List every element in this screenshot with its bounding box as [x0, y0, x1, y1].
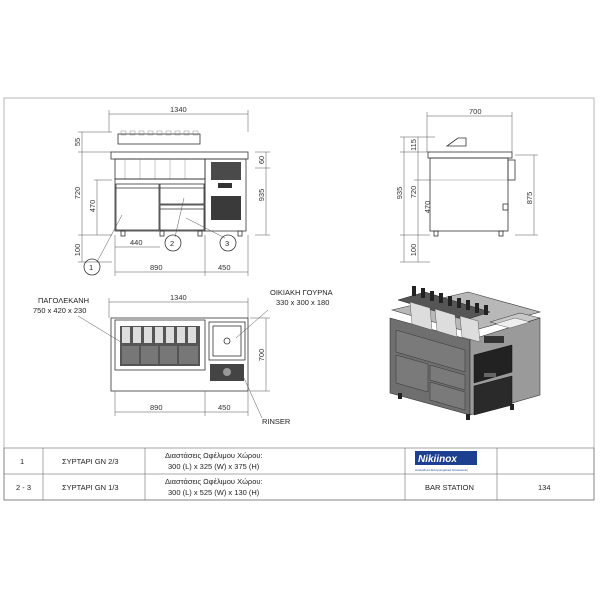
- side-h-935: 935: [395, 187, 404, 200]
- front-h-100: 100: [73, 244, 82, 257]
- specifications-table: 1 ΣΥΡΤΑΡΙ GN 2/3 Διαστάσεις Ωφέλιμου Χώρ…: [3, 447, 595, 501]
- front-w-450: 450: [218, 263, 231, 272]
- front-h-935: 935: [257, 189, 266, 202]
- fridge-vent-lower: [211, 196, 241, 220]
- row-1-desc-2: 300 (L) x 325 (W) x 375 (H): [168, 462, 260, 471]
- cutting-board-label: ΠΑΓΟΛΕΚΑΝΗ: [38, 296, 89, 305]
- drawing-frame: [3, 97, 595, 501]
- row-2-num: 2 - 3: [16, 483, 31, 492]
- fridge-vent-upper: [211, 162, 241, 180]
- side-h-115: 115: [409, 139, 418, 151]
- fridge-display: [218, 183, 232, 188]
- side-view: 700 115 935 720 470 100 875: [395, 107, 538, 263]
- fridge-unit-front: [204, 158, 247, 232]
- row-1-num: 1: [20, 457, 24, 466]
- front-h-470: 470: [88, 200, 97, 213]
- brand-logo: Nikiinox Ανοξείδωτα Επαγγελματικά Κατασκ…: [415, 451, 477, 472]
- row-1-name: ΣΥΡΤΑΡΙ GN 2/3: [62, 457, 119, 466]
- drawer-3: [159, 204, 205, 231]
- rinser-label: RINSER: [262, 417, 291, 426]
- callout-1: 1: [89, 263, 93, 272]
- front-h-top: 55: [73, 138, 82, 146]
- side-h-720: 720: [409, 186, 418, 199]
- top-w-890: 890: [150, 403, 163, 412]
- table-row: 1 ΣΥΡΤΑΡΙ GN 2/3 Διαστάσεις Ωφέλιμου Χώρ…: [20, 451, 263, 471]
- isometric-view: [389, 286, 542, 420]
- drawer-1: [115, 183, 160, 231]
- top-w-450: 450: [218, 403, 231, 412]
- side-h-875: 875: [525, 192, 534, 205]
- brand-subtitle: Ανοξείδωτα Επαγγελματικά Κατασκευές: [415, 468, 468, 472]
- table-row: 2 - 3 ΣΥΡΤΑΡΙ GN 1/3 Διαστάσεις Ωφέλιμου…: [16, 477, 263, 497]
- side-h-470: 470: [423, 201, 432, 214]
- front-width-total: 1340: [170, 105, 187, 114]
- sink-top: [208, 321, 246, 361]
- product-code: 134: [538, 483, 551, 492]
- side-body: [429, 157, 509, 232]
- side-h-100: 100: [409, 244, 418, 257]
- speed-rail-front: [117, 130, 201, 145]
- front-h-60: 60: [257, 156, 266, 164]
- front-view: 1340 55 720 470 100 60 935: [73, 105, 270, 276]
- sink-label: ΟΙΚΙΑΚΗ ΓΟΥΡΝΑ: [270, 288, 333, 297]
- front-w-440: 440: [130, 238, 143, 247]
- callout-2: 2: [170, 239, 174, 248]
- product-name: BAR STATION: [425, 483, 474, 492]
- row-2-desc-1: Διαστάσεις Ωφέλιμου Χώρου:: [165, 477, 263, 486]
- top-width-total: 1340: [170, 293, 187, 302]
- top-outline: [110, 317, 249, 392]
- drawer-2: [159, 183, 205, 205]
- row-2-desc-2: 300 (L) x 525 (W) x 130 (H): [168, 488, 260, 497]
- top-depth: 700: [257, 349, 266, 362]
- ice-bin-top: [120, 326, 200, 366]
- front-upper-bins: [124, 159, 186, 179]
- top-view: 1340 ΠΑΓΟΛΕΚΑΝΗ 750 x 420 x 230 ΟΙΚΙΑΚΗ …: [33, 288, 333, 426]
- cutting-board-dims: 750 x 420 x 230: [33, 306, 86, 315]
- callout-3: 3: [225, 239, 229, 248]
- front-w-890: 890: [150, 263, 163, 272]
- row-1-desc-1: Διαστάσεις Ωφέλιμου Χώρου:: [165, 451, 263, 460]
- row-2-name: ΣΥΡΤΑΡΙ GN 1/3: [62, 483, 119, 492]
- brand-name: Nikiinox: [418, 454, 457, 465]
- front-h-720: 720: [73, 187, 82, 200]
- side-width-total: 700: [469, 107, 482, 116]
- sink-dims: 330 x 300 x 180: [276, 298, 329, 307]
- isometric-bottles: [412, 286, 488, 315]
